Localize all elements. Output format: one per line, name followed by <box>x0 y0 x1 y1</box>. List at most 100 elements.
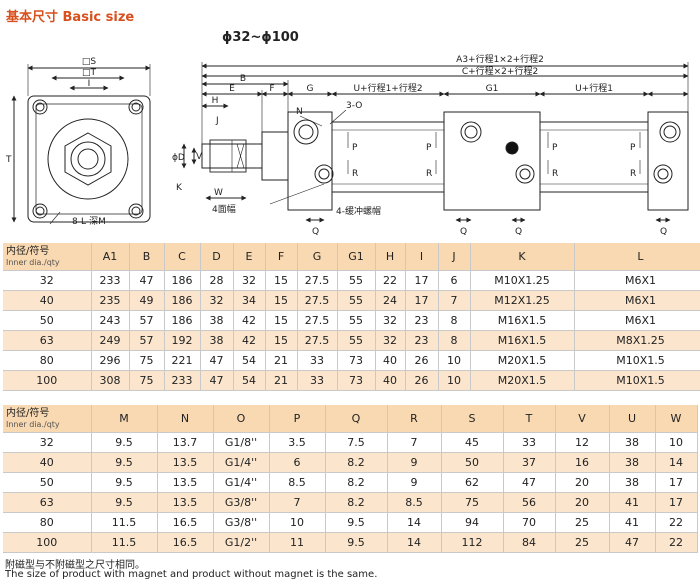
table-cell: 23 <box>405 330 439 351</box>
table-cell: 186 <box>164 290 201 311</box>
table-cell: 9.5 <box>325 512 388 533</box>
table-cell: 47 <box>200 370 234 391</box>
dim-label-r-3: R <box>552 169 558 179</box>
table-cell: 94 <box>441 512 504 533</box>
column-header: J <box>438 243 471 271</box>
column-header: T <box>503 405 556 433</box>
table-cell: M12X1.25 <box>470 290 575 311</box>
note-chinese: 附磁型与不附磁型之尺寸相同。 <box>5 560 145 571</box>
table-cell: 24 <box>375 290 406 311</box>
table-cell: 8 <box>438 330 471 351</box>
column-header: L <box>574 243 700 271</box>
table-cell: 40 <box>375 370 406 391</box>
table-cell: 12 <box>555 432 610 453</box>
table-cell: 13.5 <box>157 472 214 493</box>
dim-label-q-4: Q <box>660 227 667 237</box>
table-cell: 55 <box>337 310 376 331</box>
table-cell: G1/4'' <box>213 472 270 493</box>
table-cell: 47 <box>200 350 234 371</box>
dim-label-s: □S <box>82 57 97 67</box>
cushion-nut-label: 4-缓冲螺帽 <box>336 205 381 217</box>
table-cell: 15 <box>265 310 298 331</box>
table-cell: 55 <box>337 270 376 291</box>
bore-size-cell: 100 <box>3 370 92 391</box>
table-cell: 26 <box>405 350 439 371</box>
column-header: B <box>129 243 165 271</box>
table-cell: 32 <box>200 290 234 311</box>
middle-block <box>443 111 541 211</box>
bore-range-label: ϕ32~ϕ100 <box>222 30 299 45</box>
dim-label-f: F <box>269 84 274 94</box>
column-header: N <box>157 405 214 433</box>
table-cell: 15 <box>265 290 298 311</box>
dim-label-g: G <box>307 84 314 94</box>
table-cell: 42 <box>233 330 266 351</box>
bore-size-cell: 40 <box>3 290 92 311</box>
table-cell: 112 <box>441 532 504 553</box>
table-cell: 8.2 <box>325 452 388 473</box>
end-view-hex-nut <box>64 132 112 186</box>
header-label-en: Inner dia./qty <box>6 419 60 429</box>
column-header: F <box>265 243 298 271</box>
column-header: P <box>269 405 326 433</box>
dim-label-g1: G1 <box>486 84 499 94</box>
dim-label-q-3: Q <box>515 227 522 237</box>
header-label-cn: 内径/符号 <box>6 245 50 257</box>
table-cell: 38 <box>200 310 234 331</box>
table-cell: G1/2'' <box>213 532 270 553</box>
table-cell: 14 <box>387 512 442 533</box>
table-cell: 7 <box>269 492 326 513</box>
bore-size-cell: 32 <box>3 432 92 453</box>
dim-label-q-2: Q <box>460 227 467 237</box>
table-cell: 33 <box>297 350 338 371</box>
table-cell: 20 <box>555 492 610 513</box>
column-header: Q <box>325 405 388 433</box>
table-cell: 243 <box>91 310 130 331</box>
table-cell: 8.2 <box>325 492 388 513</box>
table-cell: 75 <box>129 370 165 391</box>
table-cell: 32 <box>233 270 266 291</box>
table-cell: 21 <box>265 370 298 391</box>
thread-hole-label: 8-L-深M <box>72 216 106 227</box>
table-cell: 22 <box>655 512 698 533</box>
table-cell: 37 <box>503 452 556 473</box>
table-cell: 32 <box>375 330 406 351</box>
dim-label-u-stroke12: U+行程1+行程2 <box>353 82 422 94</box>
table-cell: 40 <box>375 350 406 371</box>
table-cell: 15 <box>265 330 298 351</box>
table-cell: 15 <box>265 270 298 291</box>
table-cell: M6X1 <box>574 290 700 311</box>
dim-label-e: E <box>229 84 235 94</box>
table-cell: 186 <box>164 270 201 291</box>
dim-label-v: V <box>196 152 203 162</box>
bore-size-cell: 63 <box>3 330 92 351</box>
table-cell: 47 <box>609 532 656 553</box>
column-header: C <box>164 243 201 271</box>
table-cell: 14 <box>655 452 698 473</box>
four-face-label: 4面幅 <box>212 203 236 215</box>
dim-label-q: Q <box>312 227 319 237</box>
dim-label-k: K <box>176 183 183 193</box>
table-cell: 7 <box>438 290 471 311</box>
table-cell: 17 <box>655 472 698 493</box>
table-cell: M16X1.5 <box>470 310 575 331</box>
cylinder-dimension-drawing: □S □T I T 8-L-深M B E F H J V ϕD K W 4面幅 … <box>5 53 689 237</box>
dim-label-a3: A3+行程1×2+行程2 <box>456 53 544 65</box>
column-header: U <box>609 405 656 433</box>
table-cell: 49 <box>129 290 165 311</box>
table-cell: 11.5 <box>91 512 158 533</box>
dim-label-t: T <box>5 155 12 165</box>
table-cell: 75 <box>129 350 165 371</box>
column-header: I <box>405 243 439 271</box>
table-cell: 27.5 <box>297 290 338 311</box>
dim-label-b: B <box>240 74 246 84</box>
end-view-body <box>27 95 151 223</box>
end-view-bolt-hole <box>32 99 48 115</box>
column-header: O <box>213 405 270 433</box>
bore-size-cell: 80 <box>3 512 92 533</box>
